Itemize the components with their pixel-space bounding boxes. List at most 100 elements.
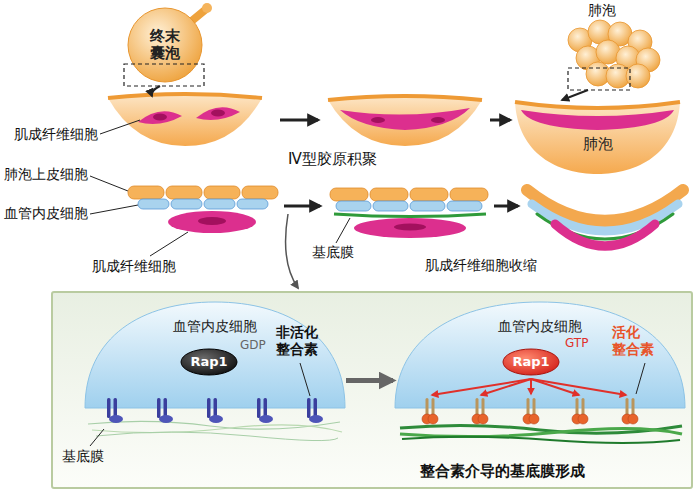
alveoli-cluster <box>588 20 612 44</box>
step-arrow <box>280 119 318 122</box>
contracted-sheet <box>527 190 683 246</box>
cell-sheet <box>330 188 488 238</box>
node-text: Rap1 <box>190 355 227 370</box>
cell-sheet <box>168 211 256 233</box>
tissue-lens <box>371 117 385 123</box>
cell-sheet <box>373 201 408 211</box>
protein-label: 活化 整合素 <box>612 324 656 358</box>
cell-outline <box>395 302 685 408</box>
nucleotide-label: GTP <box>565 336 588 350</box>
vesicle-circle: 终末囊泡 <box>127 7 203 83</box>
contracted-sheet <box>537 214 673 239</box>
cell-sheet <box>204 199 235 209</box>
nucleotide-label: GDP <box>240 338 266 352</box>
node-text: 血管内皮细胞 <box>498 318 582 334</box>
cell-sheet <box>138 199 169 209</box>
basement-membrane <box>96 432 338 441</box>
step-arrow <box>284 205 320 208</box>
rap1-protein: Rap1 <box>180 348 238 376</box>
cell-sheet <box>237 199 268 209</box>
tissue-lens <box>328 96 482 100</box>
cell-sheet <box>410 201 445 211</box>
cell-sheet <box>450 188 488 201</box>
cell-sheet <box>410 188 448 201</box>
basement-membrane <box>88 421 340 429</box>
cell-sheet <box>171 199 202 209</box>
tissue-lens <box>328 96 482 146</box>
cell-label: 肺泡上皮细胞 <box>4 166 88 183</box>
leader-line <box>90 429 104 446</box>
panel-caption: 整合素介导的基底膜形成 <box>420 462 585 480</box>
node-text: 肺泡 <box>583 136 613 153</box>
cell-label: 血管内皮细胞 <box>4 205 88 222</box>
cell-sheet <box>354 218 466 238</box>
rap1-protein: Rap1 <box>502 348 560 376</box>
leader-line <box>90 120 350 256</box>
cell-sheet <box>336 201 371 211</box>
myofibroblast-band <box>521 110 674 130</box>
cell-sheet <box>128 186 278 233</box>
terminal-sac-stalk <box>202 3 212 13</box>
basement-membrane <box>400 425 682 433</box>
cell-sheet <box>447 201 482 211</box>
structure-label: 基底膜 <box>62 448 104 465</box>
cell-sheet <box>166 186 202 199</box>
tissue-lens <box>108 94 262 146</box>
tissue-lens <box>153 114 167 121</box>
detail-panel <box>52 292 692 488</box>
alveoli-cluster <box>596 40 620 64</box>
cell-sheet <box>330 188 368 201</box>
alveoli-cluster <box>636 48 660 72</box>
structure-label: 基底膜 <box>312 244 354 261</box>
alveoli-cluster <box>586 62 610 86</box>
alveolus-dome: 肺泡 <box>515 98 680 176</box>
alveoli-cluster <box>628 30 652 54</box>
zoom-arrow <box>286 214 298 288</box>
cell-label: 肌成纤维细胞 <box>92 258 176 275</box>
basement-membrane <box>92 425 342 433</box>
tissue-lens <box>196 107 240 120</box>
leader-line <box>90 176 128 191</box>
step-arrow <box>490 119 510 122</box>
tissue-lens <box>340 108 470 130</box>
process-label: 肌成纤维细胞收缩 <box>425 257 537 274</box>
tissue-lens <box>328 96 482 146</box>
node-text: 终末囊泡 <box>148 28 182 63</box>
zoom-arrow <box>286 214 298 288</box>
node-text: Rap1 <box>512 355 549 370</box>
basement-membrane <box>400 428 682 436</box>
alveoli-cluster <box>568 20 660 88</box>
alveolus-outline <box>515 102 680 174</box>
leader-line <box>336 218 350 243</box>
leader-line <box>100 120 140 134</box>
detail-panel <box>52 292 692 488</box>
zoom-box <box>562 68 630 100</box>
cell-label: 肌成纤维细胞 <box>14 126 98 143</box>
tissue-lens <box>138 111 182 124</box>
protein-outline <box>181 349 237 375</box>
alveoli-cluster <box>606 64 630 88</box>
cell-sheet <box>198 217 226 225</box>
transition-arrow <box>346 378 393 383</box>
cell-sheet <box>204 186 240 199</box>
leader-line <box>150 232 188 256</box>
contracted-sheet <box>527 190 683 221</box>
contracted-sheet <box>555 224 655 246</box>
step-arrow <box>494 205 518 208</box>
alveoli-cluster <box>616 46 640 70</box>
structure-label: 肺泡 <box>588 2 616 19</box>
cell-sheet <box>128 186 164 199</box>
tissue-lens <box>108 94 262 146</box>
protein-outline <box>503 349 559 375</box>
step-arrow <box>280 120 518 206</box>
leader-line <box>90 205 138 214</box>
basement-membrane <box>402 437 680 443</box>
basement-membrane <box>400 425 682 443</box>
basement-membrane <box>88 421 342 440</box>
protein-label: 非活化 整合素 <box>276 324 320 358</box>
cell-sheet <box>370 188 408 201</box>
tissue-lens <box>108 94 262 98</box>
cell-sheet <box>394 224 426 231</box>
vesicle-outline <box>128 8 202 82</box>
